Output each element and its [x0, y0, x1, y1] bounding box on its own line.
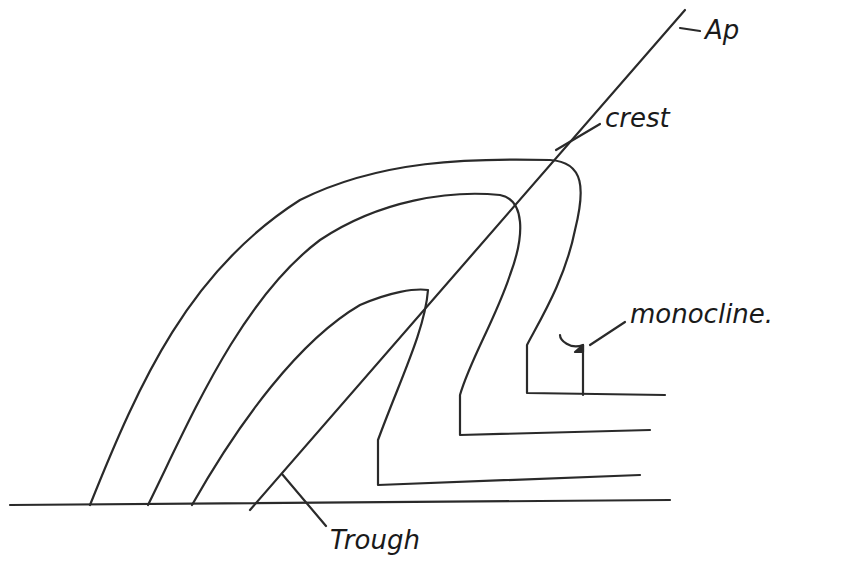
fold-layer: [90, 159, 665, 505]
fold-layer: [148, 194, 650, 505]
monocline-label: monocline.: [630, 300, 773, 329]
angle-arc: [560, 335, 583, 346]
crest-label: crest: [605, 104, 670, 133]
leader-line: [282, 474, 326, 526]
axial-plane-label: Ap: [705, 16, 739, 45]
leader-line: [680, 28, 700, 31]
leader-line: [556, 124, 600, 150]
fold-layer: [192, 290, 640, 505]
ground-line: [10, 500, 670, 505]
leader-line: [590, 322, 625, 345]
trough-label: Trough: [330, 526, 420, 555]
angle-mark: [575, 345, 583, 352]
